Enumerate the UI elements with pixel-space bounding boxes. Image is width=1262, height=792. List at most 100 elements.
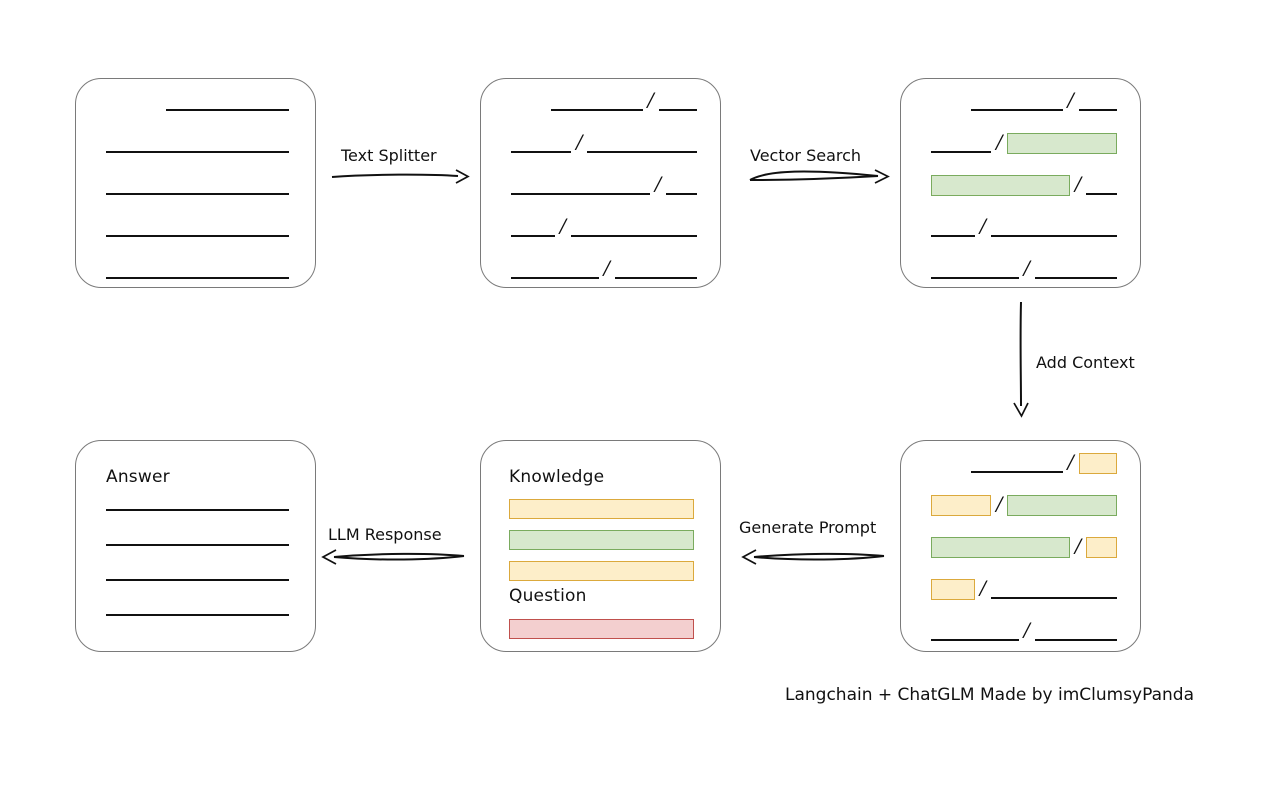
answer-line: [106, 594, 289, 616]
text-line: /: [931, 131, 1118, 154]
text-segment: [1078, 89, 1118, 111]
text-segment: [990, 577, 1118, 599]
text-line: /: [511, 131, 698, 153]
text-rule: [990, 597, 1118, 599]
edge-label-llm-response: LLM Response: [328, 525, 442, 544]
edge-label-generate-prompt: Generate Prompt: [739, 518, 877, 537]
node-context-chunks[interactable]: / / / / /: [900, 440, 1141, 652]
text-rule: [931, 639, 1019, 641]
retrieved-chunk-highlight: [931, 175, 1071, 196]
text-segment: [106, 173, 289, 195]
text-segment: [666, 173, 698, 195]
retrieved-chunk-highlight: [1007, 495, 1118, 516]
node-split-chunks[interactable]: / / / / /: [480, 78, 721, 288]
text-rule: [570, 235, 698, 237]
knowledge-bar-1: [509, 499, 694, 519]
edge-label-add-context: Add Context: [1036, 353, 1135, 372]
question-bar-1: [509, 619, 694, 639]
text-segment: [587, 131, 698, 153]
text-rule: [106, 509, 289, 511]
text-segment: [614, 257, 698, 279]
text-rule: [931, 277, 1019, 279]
text-rule: [1086, 193, 1118, 195]
context-chunk-highlight: [931, 579, 975, 600]
text-segment: [106, 131, 289, 153]
text-rule: [666, 193, 698, 195]
text-rule: [587, 151, 698, 153]
text-line: /: [511, 257, 698, 279]
text-rule: [931, 235, 975, 237]
text-rule: [658, 109, 698, 111]
text-segment: [106, 489, 289, 511]
text-line: /: [511, 215, 698, 237]
node-answer[interactable]: Answer: [75, 440, 316, 652]
source-document-lines: [106, 79, 289, 287]
context-chunk-highlight: [1086, 537, 1118, 558]
node-source-document[interactable]: [75, 78, 316, 288]
text-line: [106, 173, 289, 195]
text-line: [106, 131, 289, 153]
chunk-separator-icon: /: [979, 215, 987, 237]
text-segment: [931, 215, 975, 237]
chunk-separator-icon: /: [1074, 173, 1082, 195]
text-rule: [106, 235, 289, 237]
text-rule: [106, 544, 289, 546]
diagram-caption: Langchain + ChatGLM Made by imClumsyPand…: [785, 685, 1194, 705]
edge-arrow-llm-response: [321, 549, 465, 565]
text-segment: [511, 131, 572, 153]
text-line: /: [931, 619, 1118, 641]
text-line: /: [931, 173, 1118, 196]
text-rule: [106, 193, 289, 195]
text-line: /: [931, 451, 1118, 474]
context-chunks-lines: / / / / /: [931, 441, 1118, 651]
text-rule: [1034, 277, 1118, 279]
chunk-separator-icon: /: [1067, 89, 1074, 111]
text-line: [106, 89, 289, 111]
text-segment: [931, 619, 1019, 641]
chunk-separator-icon: /: [996, 493, 1003, 515]
edge-arrow-vector-search: [749, 169, 890, 184]
text-line: /: [931, 577, 1118, 600]
chunk-separator-icon: /: [654, 173, 662, 195]
text-segment: [990, 215, 1118, 237]
chunk-separator-icon: /: [996, 131, 1003, 153]
text-segment: [570, 215, 698, 237]
retrieved-chunk-highlight: [1007, 133, 1118, 154]
text-segment: [931, 257, 1019, 279]
edge-arrow-generate-prompt: [741, 549, 885, 565]
answer-line: [106, 524, 289, 546]
text-line: [106, 257, 289, 279]
text-segment: [106, 257, 289, 279]
answer-title: Answer: [106, 467, 170, 487]
text-rule: [551, 109, 643, 111]
text-segment: [1086, 173, 1118, 195]
text-segment: [106, 524, 289, 546]
retrieved-chunk-highlight: [931, 537, 1071, 558]
edge-label-vector-search: Vector Search: [750, 146, 862, 165]
answer-line: [106, 559, 289, 581]
text-segment: [971, 89, 1063, 111]
text-rule: [511, 193, 651, 195]
chunk-separator-icon: /: [576, 131, 583, 153]
answer-content: Answer: [106, 441, 289, 651]
text-segment: [551, 89, 643, 111]
knowledge-bar-3: [509, 561, 694, 581]
text-rule: [990, 235, 1118, 237]
text-segment: [1034, 619, 1118, 641]
text-segment: [166, 89, 289, 111]
text-line: /: [511, 89, 698, 111]
text-segment: [971, 451, 1063, 473]
prompt-content: Knowledge Question: [509, 441, 694, 651]
node-prompt[interactable]: Knowledge Question: [480, 440, 721, 652]
text-line: [106, 215, 289, 237]
text-rule: [511, 151, 572, 153]
chunk-separator-icon: /: [1067, 451, 1074, 473]
node-vector-matches[interactable]: / / / / /: [900, 78, 1141, 288]
text-rule: [106, 579, 289, 581]
text-line: /: [931, 257, 1118, 279]
text-rule: [614, 277, 698, 279]
chunk-separator-icon: /: [647, 89, 654, 111]
text-segment: [106, 559, 289, 581]
source-document-content: [106, 79, 289, 287]
text-line: /: [931, 535, 1118, 558]
